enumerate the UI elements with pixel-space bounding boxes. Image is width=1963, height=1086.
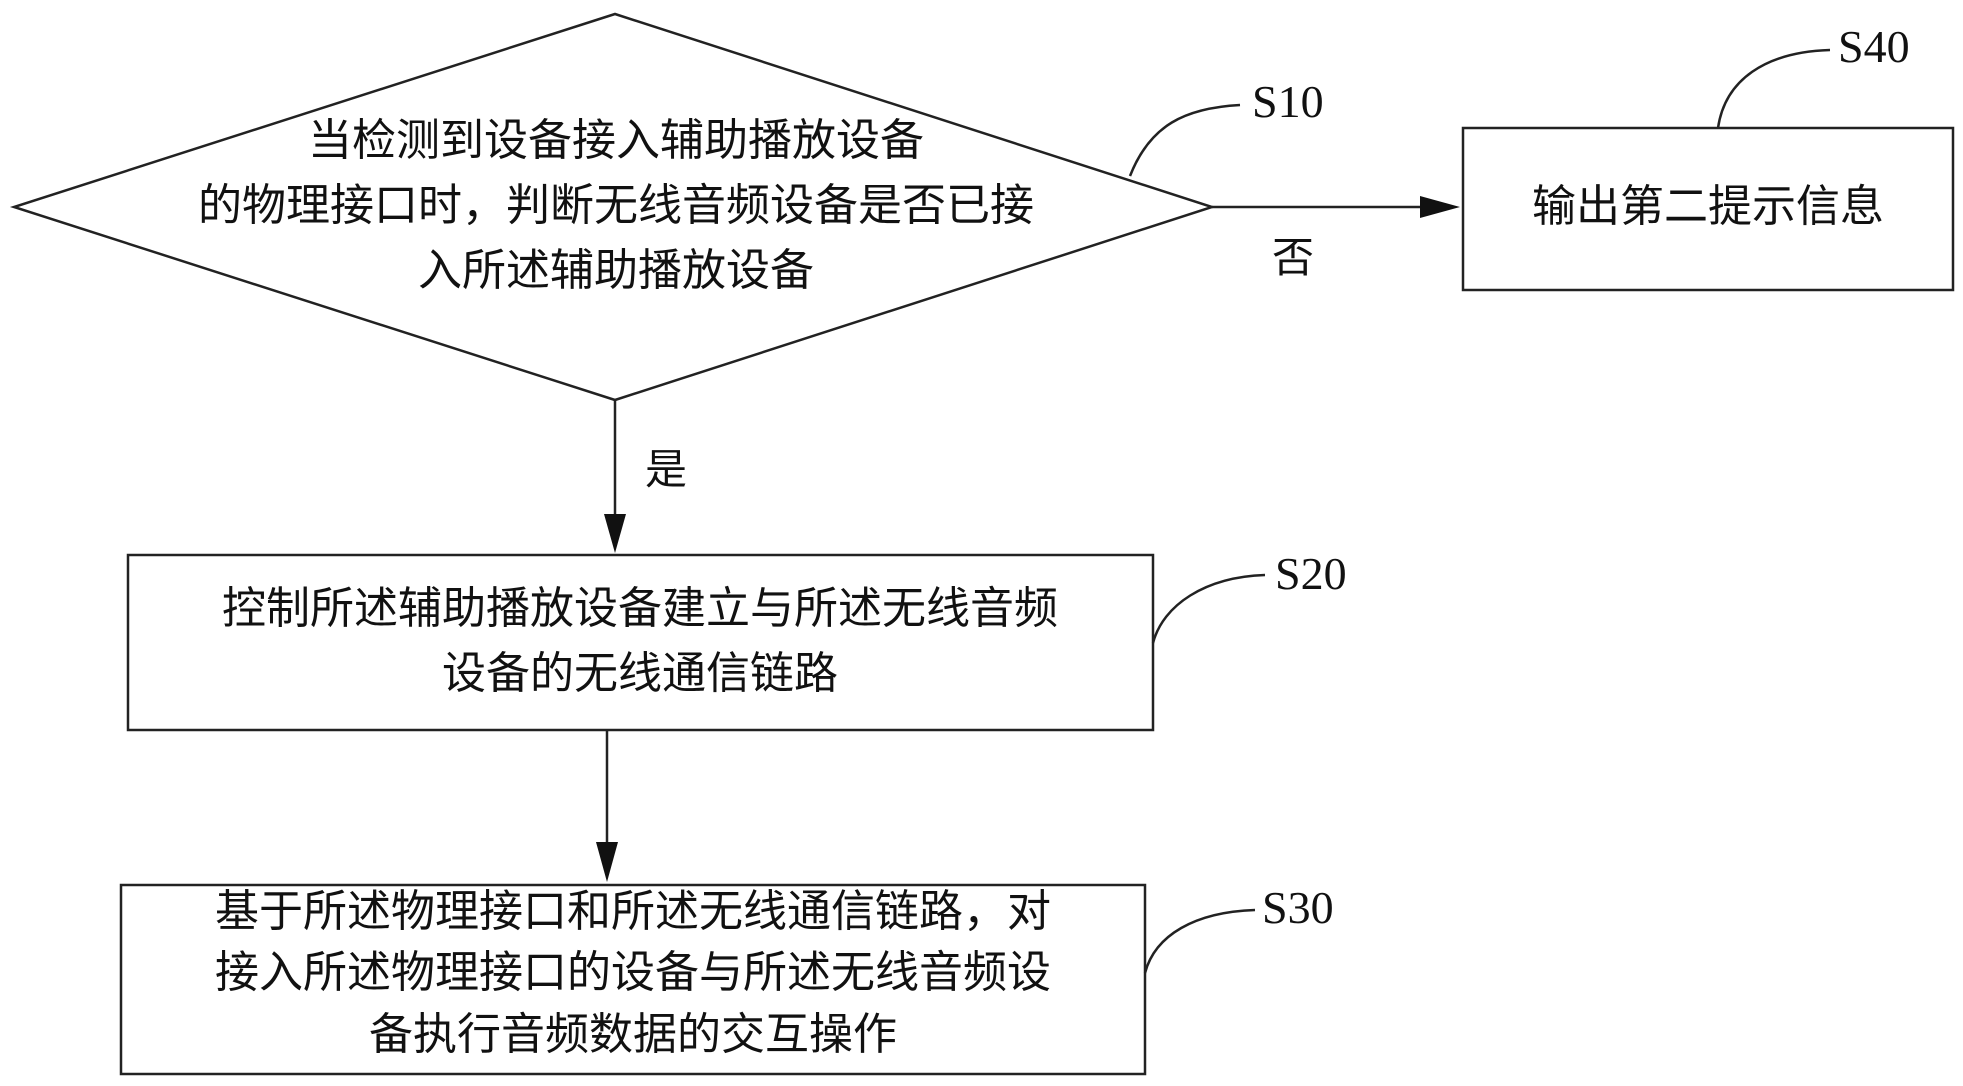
s10-text-line-1: 当检测到设备接入辅助播放设备: [308, 115, 924, 166]
s20-step-label: S20: [1275, 548, 1347, 599]
s10-callout-curve: [1128, 103, 1241, 177]
s30-step-label: S30: [1262, 882, 1334, 933]
s30-callout-curve: [1143, 908, 1256, 974]
process-box-s20: [126, 553, 1155, 732]
s30-text-line-2: 接入所述物理接口的设备与所述无线音频设: [215, 947, 1051, 998]
s10-step-label: S10: [1252, 76, 1324, 127]
s20-text-line-1: 控制所述辅助播放设备建立与所述无线音频: [222, 583, 1058, 634]
s30-text-line-1: 基于所述物理接口和所述无线通信链路，对: [215, 886, 1051, 937]
s40-step-label: S40: [1838, 21, 1910, 72]
no-branch-arrowhead: [1420, 196, 1460, 218]
s10-text-line-2: 的物理接口时，判断无线音频设备是否已接: [198, 180, 1034, 231]
s20-callout-curve: [1151, 573, 1266, 644]
s40-text-line-1: 输出第二提示信息: [1532, 181, 1884, 232]
process-box-s30: [119, 883, 1147, 1076]
s10-text-line-3: 入所述辅助播放设备: [418, 245, 814, 296]
s30-text-line-3: 备执行音频数据的交互操作: [369, 1009, 897, 1060]
s20-to-s30-arrowhead: [596, 842, 618, 882]
s40-callout-curve: [1716, 48, 1831, 129]
no-branch-label: 否: [1272, 233, 1314, 282]
process-box-s40: [1461, 126, 1955, 292]
s20-text-line-2: 设备的无线通信链路: [442, 648, 838, 699]
yes-branch-label: 是: [645, 445, 687, 494]
yes-branch-arrowhead: [604, 514, 626, 553]
